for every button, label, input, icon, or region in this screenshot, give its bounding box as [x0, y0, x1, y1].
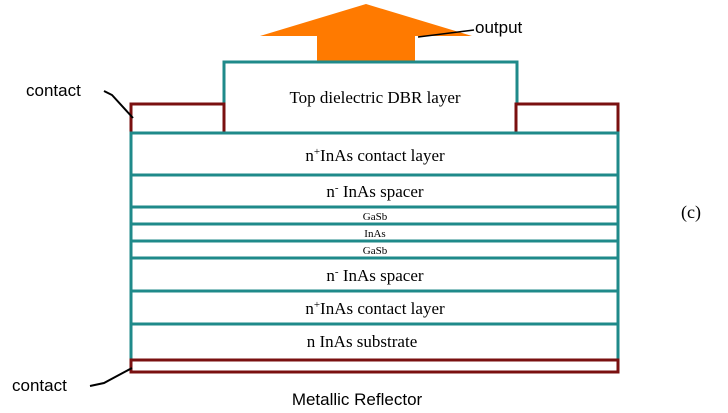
substrate-layer	[129, 322, 620, 362]
contact-layer-bottom-label: n+InAs contact layer	[305, 299, 445, 318]
gasb-2-label: GaSb	[363, 245, 388, 257]
spacer-bottom	[129, 256, 620, 293]
spacer-bottom-label: n- InAs spacer	[326, 266, 423, 285]
layer-stack	[129, 131, 620, 362]
top-contact-right	[514, 102, 620, 135]
inas-label: InAs	[364, 228, 385, 240]
contact-layer-top	[129, 131, 620, 177]
output-label: output	[475, 18, 523, 37]
contact-bottom-pointer	[89, 367, 133, 387]
top-dbr-label: Top dielectric DBR layer	[289, 88, 460, 107]
bottom-contact-reflector	[129, 358, 620, 374]
contact-bottom-label: contact	[12, 376, 67, 395]
contact-top-label: contact	[26, 81, 81, 100]
panel-label: (c)	[681, 202, 701, 223]
output-pointer	[417, 29, 475, 38]
metallic-reflector-label: Metallic Reflector	[292, 390, 423, 409]
substrate-label: n InAs substrate	[307, 332, 417, 351]
gasb-1-label: GaSb	[363, 211, 388, 223]
contact-layer-bottom	[129, 289, 620, 326]
spacer-top-label: n- InAs spacer	[326, 182, 423, 201]
output-arrow	[260, 4, 472, 62]
contact-top-pointer	[103, 90, 134, 119]
top-contact-left	[129, 102, 226, 135]
contact-layer-top-label: n+InAs contact layer	[305, 146, 445, 165]
